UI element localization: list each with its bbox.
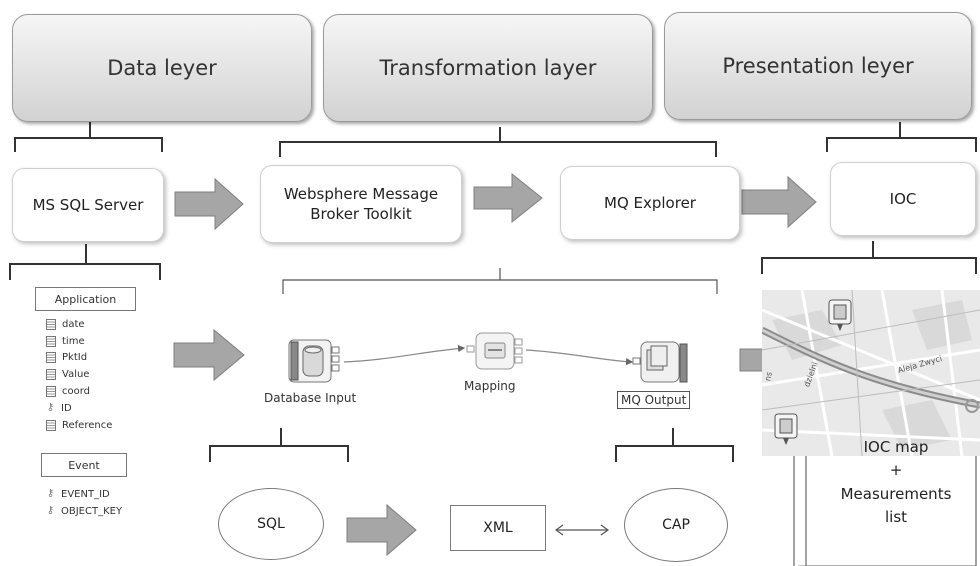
cap-oval: CAP xyxy=(624,488,728,562)
mq-output-label: MQ Output xyxy=(617,391,691,409)
transformation-layer-bracket xyxy=(279,127,717,157)
field-name: date xyxy=(62,318,85,330)
ioc-map-image: Aleja Zwyci dzielni ns xyxy=(762,290,980,456)
data-layer-bracket xyxy=(14,122,163,152)
sql-label: SQL xyxy=(257,516,285,532)
column-icon xyxy=(46,386,56,398)
field-row: Reference xyxy=(46,417,156,434)
transformation-layer-box: Transformation layer xyxy=(323,14,653,122)
mq-explorer-label: MQ Explorer xyxy=(604,193,696,212)
column-icon xyxy=(46,419,56,431)
ms-sql-server-box: MS SQL Server xyxy=(12,168,164,242)
application-table-title: Application xyxy=(35,287,136,311)
field-name: ID xyxy=(61,402,72,414)
sql-server-bracket xyxy=(9,244,161,280)
field-row: coord xyxy=(46,383,156,400)
ioc-label: IOC xyxy=(889,189,917,208)
scroll-caption: IOC map + Measurements list xyxy=(818,436,974,529)
transformation-layer-title: Transformation layer xyxy=(379,56,597,80)
scroll-line: list xyxy=(884,507,908,526)
field-row: date xyxy=(46,316,156,333)
field-name: time xyxy=(62,335,85,347)
event-field-list: ⚷ EVENT_ID ⚷ OBJECT_KEY xyxy=(46,486,156,520)
field-row: ⚷ EVENT_ID xyxy=(46,486,156,503)
column-icon xyxy=(46,369,56,381)
websphere-broker-box: Websphere Message Broker Toolkit xyxy=(260,165,462,243)
xml-cap-double-arrow xyxy=(554,524,610,536)
key-icon: ⚷ xyxy=(46,505,55,517)
cap-label: CAP xyxy=(662,517,690,533)
key-icon: ⚷ xyxy=(46,402,55,414)
field-name: EVENT_ID xyxy=(61,488,110,500)
field-row: ⚷ OBJECT_KEY xyxy=(46,503,156,520)
mq-explorer-box: MQ Explorer xyxy=(560,166,740,240)
field-name: Value xyxy=(62,369,90,381)
presentation-layer-box: Presentation leyer xyxy=(664,12,972,120)
arrow-table-to-flow xyxy=(173,328,245,382)
field-name: coord xyxy=(62,386,91,398)
scroll-line: Measurements xyxy=(840,484,952,503)
arrow-sql-to-broker xyxy=(174,177,244,231)
field-name: PktId xyxy=(62,352,88,364)
scroll-line: IOC map xyxy=(863,438,929,456)
data-layer-box: Data leyer xyxy=(12,14,312,122)
sql-oval: SQL xyxy=(218,488,324,560)
field-row: PktId xyxy=(46,350,156,367)
xml-label: XML xyxy=(483,520,513,536)
flow-wires xyxy=(343,344,634,366)
column-icon xyxy=(46,352,56,364)
mq-output-icon xyxy=(632,341,688,383)
column-icon xyxy=(46,335,56,347)
event-table-title: Event xyxy=(41,453,127,477)
data-layer-title: Data leyer xyxy=(107,56,217,80)
map-street-label: ns xyxy=(763,371,774,382)
arrow-broker-to-mq xyxy=(473,172,543,224)
field-row: time xyxy=(46,333,156,350)
broker-bracket xyxy=(282,268,718,294)
field-row: ⚷ ID xyxy=(46,400,156,417)
presentation-layer-bracket xyxy=(826,122,977,152)
ms-sql-server-label: MS SQL Server xyxy=(32,195,144,214)
mq-output-bracket xyxy=(615,428,734,462)
field-row: Value xyxy=(46,366,156,383)
field-name: Reference xyxy=(62,419,113,431)
database-input-icon xyxy=(288,339,340,383)
map-pin-icon xyxy=(828,299,852,331)
application-field-list: date time PktId Value coord ⚷ ID Referenc… xyxy=(46,316,156,434)
database-input-label: Database Input xyxy=(264,391,357,405)
database-input-bracket xyxy=(209,428,349,462)
map-streets xyxy=(762,290,980,456)
arrow-sql-to-xml xyxy=(346,503,417,557)
field-name: OBJECT_KEY xyxy=(61,505,123,517)
arrow-mq-to-ioc xyxy=(741,175,817,229)
key-icon: ⚷ xyxy=(46,488,55,500)
xml-box: XML xyxy=(450,505,546,551)
column-icon xyxy=(46,318,56,330)
websphere-label-line2: Broker Toolkit xyxy=(310,205,412,223)
ioc-bracket xyxy=(761,241,977,274)
websphere-label-line1: Websphere Message xyxy=(283,184,439,203)
scroll-line: + xyxy=(889,461,903,480)
mapping-icon xyxy=(466,332,523,370)
presentation-layer-title: Presentation leyer xyxy=(722,54,914,78)
map-pin-icon xyxy=(774,413,798,445)
ioc-box: IOC xyxy=(830,162,976,236)
mapping-label: Mapping xyxy=(464,379,516,393)
